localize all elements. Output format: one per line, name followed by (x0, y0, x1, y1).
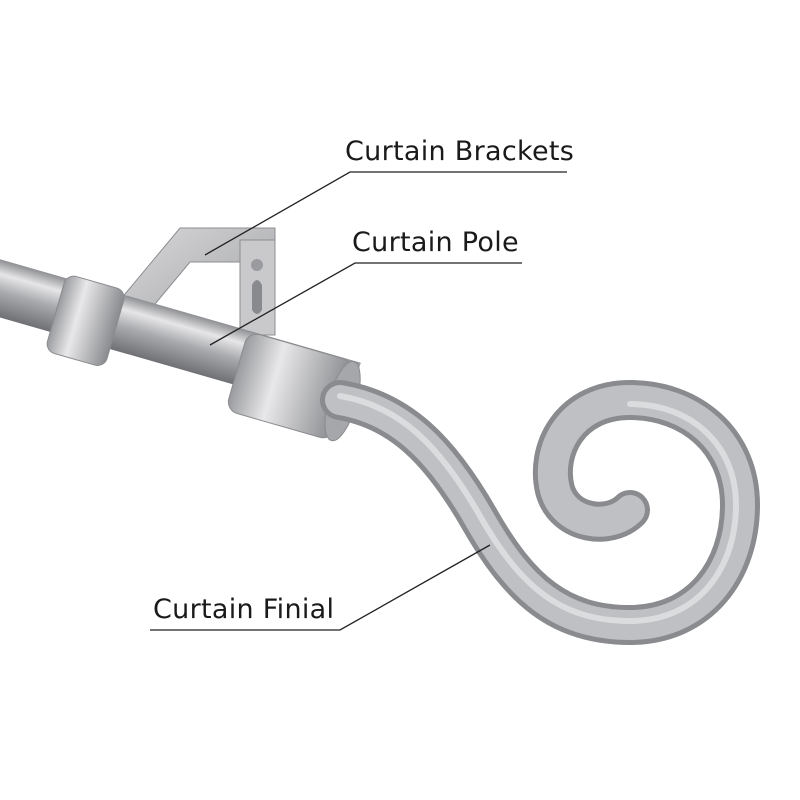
pole-leader-line (209, 262, 522, 346)
curtain-finial (320, 379, 761, 646)
screw-icon (251, 259, 263, 271)
finial-leader-line (150, 544, 491, 631)
label-curtain-finial: Curtain Finial (153, 594, 335, 625)
curtain-pole (0, 246, 361, 442)
label-curtain-brackets: Curtain Brackets (345, 136, 575, 167)
curtain-bracket (119, 227, 276, 336)
label-curtain-pole: Curtain Pole (352, 227, 519, 258)
brackets-leader-line (204, 171, 567, 256)
